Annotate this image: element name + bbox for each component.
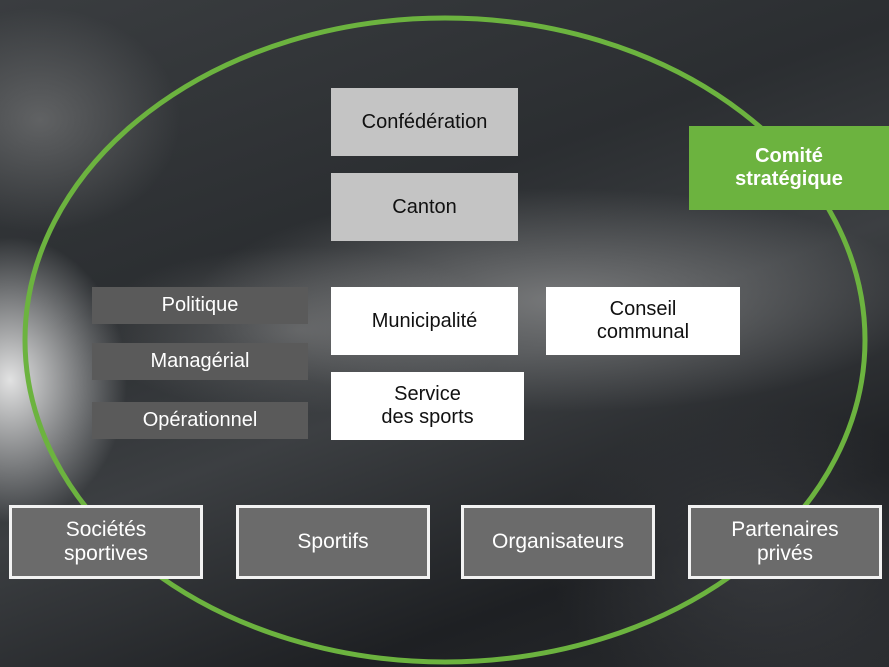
box-municipalite-label: Municipalité [371,309,478,332]
service-label-line2: des sports [381,406,474,428]
level-operationnel: Opérationnel [92,402,308,439]
actor-organisateurs-label: Organisateurs [492,529,624,553]
level-politique: Politique [92,287,308,324]
comite-label-line2: stratégique [735,168,843,190]
actor-societes-sportives: Sociétés sportives [9,505,203,579]
level-managerial: Managérial [92,343,308,380]
actor-societes-line2: sportives [63,542,149,565]
box-conseil-communal: Conseil communal [546,287,740,355]
actor-sportifs-label: Sportifs [297,529,369,553]
box-confederation: Confédération [331,88,518,156]
box-comite-strategique: Comité stratégique [689,126,889,210]
box-confederation-label: Confédération [361,110,488,133]
actor-sportifs: Sportifs [236,505,430,579]
service-label-line1: Service [394,383,461,405]
level-managerial-label: Managérial [150,350,250,372]
level-operationnel-label: Opérationnel [142,409,258,431]
level-politique-label: Politique [161,294,239,316]
box-canton-label: Canton [392,195,457,218]
comite-label-line1: Comité [755,145,823,167]
conseil-label-line1: Conseil [609,298,677,320]
actor-organisateurs: Organisateurs [461,505,655,579]
actor-partenaires-prives: Partenaires privés [688,505,882,579]
actor-partenaires-line2: privés [756,542,814,565]
box-canton: Canton [331,173,518,241]
conseil-label-line2: communal [596,321,690,343]
actor-societes-line1: Sociétés [65,517,147,541]
box-municipalite: Municipalité [331,287,518,355]
actor-partenaires-line1: Partenaires [731,517,839,541]
box-service-des-sports: Service des sports [331,372,524,440]
